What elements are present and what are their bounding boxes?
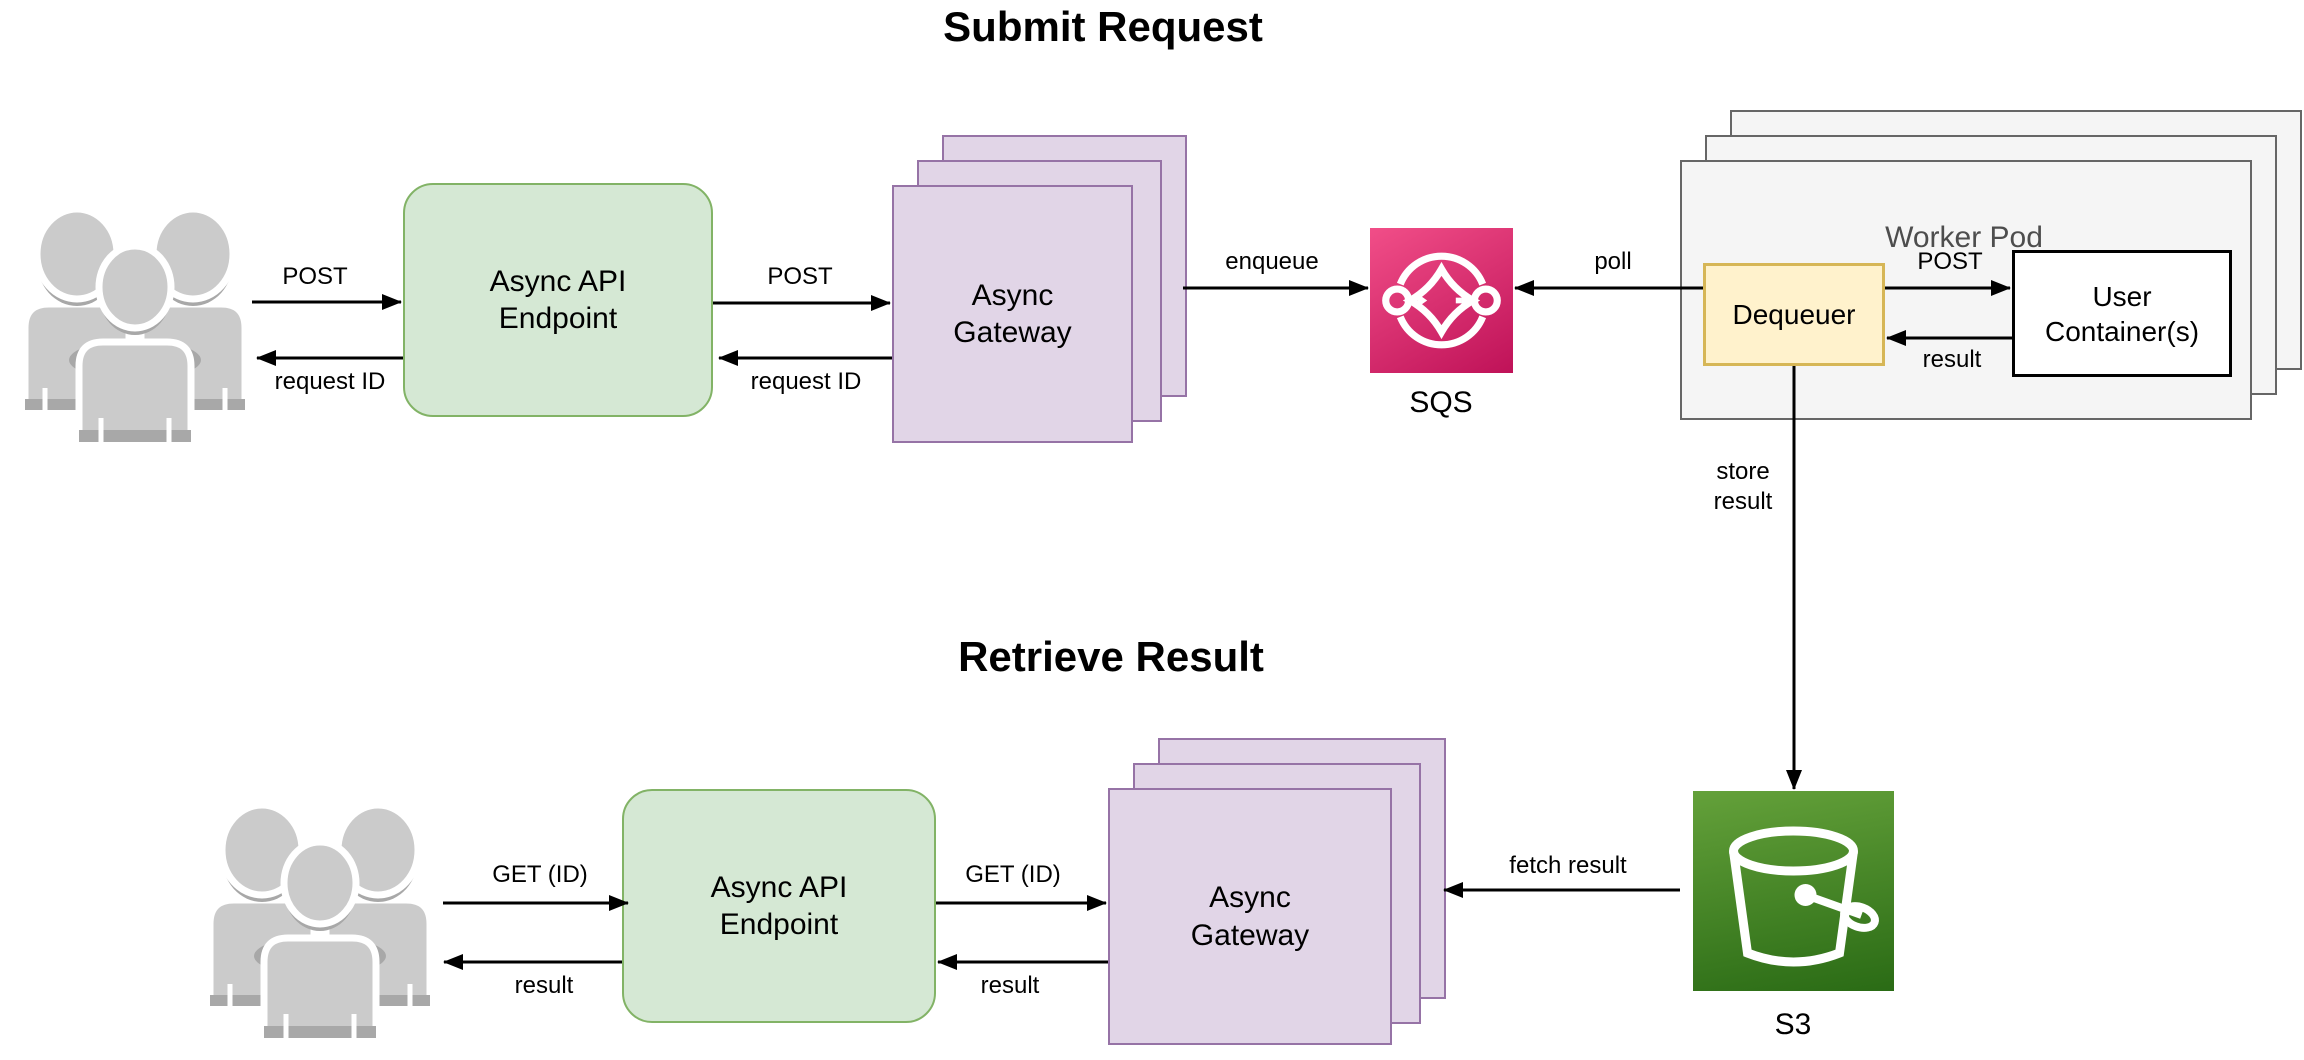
async-gateway-box-retrieve: Async Gateway [1108, 788, 1392, 1045]
result-label: result [514, 972, 574, 999]
post-label: POST [1917, 248, 1983, 275]
dequeuer-box: Dequeuer [1703, 263, 1885, 366]
retrieve-result-title: Retrieve Result [958, 633, 1264, 680]
worker-pod-title: Worker Pod [1885, 221, 2043, 254]
user-container-box: User Container(s) [2012, 250, 2232, 377]
get-id-label: GET (ID) [965, 861, 1061, 888]
get-id-label: GET (ID) [492, 861, 588, 888]
store-result-label: store result [1713, 458, 1773, 515]
s3-icon [1693, 791, 1894, 991]
fetch-result-label: fetch result [1509, 852, 1627, 879]
result-label: result [1922, 346, 1982, 373]
post-label: POST [282, 263, 348, 290]
async-api-endpoint-box-retrieve: Async API Endpoint [622, 789, 936, 1023]
users-icon [200, 788, 440, 1038]
async-api-endpoint-box: Async API Endpoint [403, 183, 713, 417]
poll-label: poll [1594, 248, 1632, 275]
sqs-icon [1370, 228, 1513, 373]
s3-label: S3 [1774, 1008, 1812, 1041]
enqueue-label: enqueue [1225, 248, 1319, 275]
submit-request-title: Submit Request [943, 3, 1263, 50]
result-label: result [980, 972, 1040, 999]
sqs-label: SQS [1409, 386, 1473, 419]
post-label: POST [767, 263, 833, 290]
users-icon [15, 192, 255, 442]
request-id-label: request ID [274, 368, 386, 395]
async-gateway-box: Async Gateway [892, 185, 1133, 443]
request-id-label: request ID [750, 368, 862, 395]
